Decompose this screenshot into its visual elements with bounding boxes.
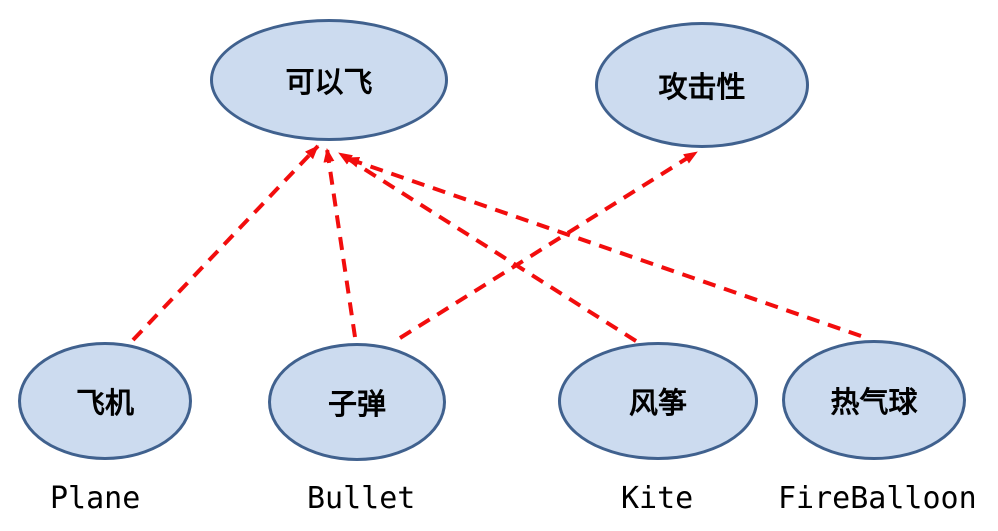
node-bullet: 子弹: [268, 343, 446, 461]
edge-bullet-to-can_fly: [323, 148, 357, 338]
edge-plane-to-can_fly: [131, 144, 320, 342]
edge-bullet-to-aggressive: [398, 150, 699, 340]
caption-fire-balloon: FireBalloon: [778, 481, 977, 516]
node-aggressive: 攻击性: [595, 22, 809, 148]
node-can-fly-label: 可以飞: [285, 67, 373, 99]
node-aggressive-label: 攻击性: [658, 72, 746, 104]
node-fire-balloon: 热气球: [782, 340, 966, 460]
node-plane-label: 飞机: [75, 388, 134, 420]
edge-kite-to-can_fly: [337, 151, 638, 343]
node-fire-balloon-label: 热气球: [830, 387, 918, 419]
node-plane: 飞机: [18, 342, 192, 460]
node-bullet-label: 子弹: [327, 389, 386, 421]
node-can-fly: 可以飞: [210, 19, 448, 141]
caption-bullet: Bullet: [307, 481, 416, 516]
caption-kite: Kite: [621, 481, 694, 516]
node-kite-label: 风筝: [628, 388, 687, 420]
caption-plane: Plane: [50, 481, 141, 516]
node-kite: 风筝: [558, 342, 758, 460]
edge-fire_balloon-to-can_fly: [345, 156, 862, 338]
